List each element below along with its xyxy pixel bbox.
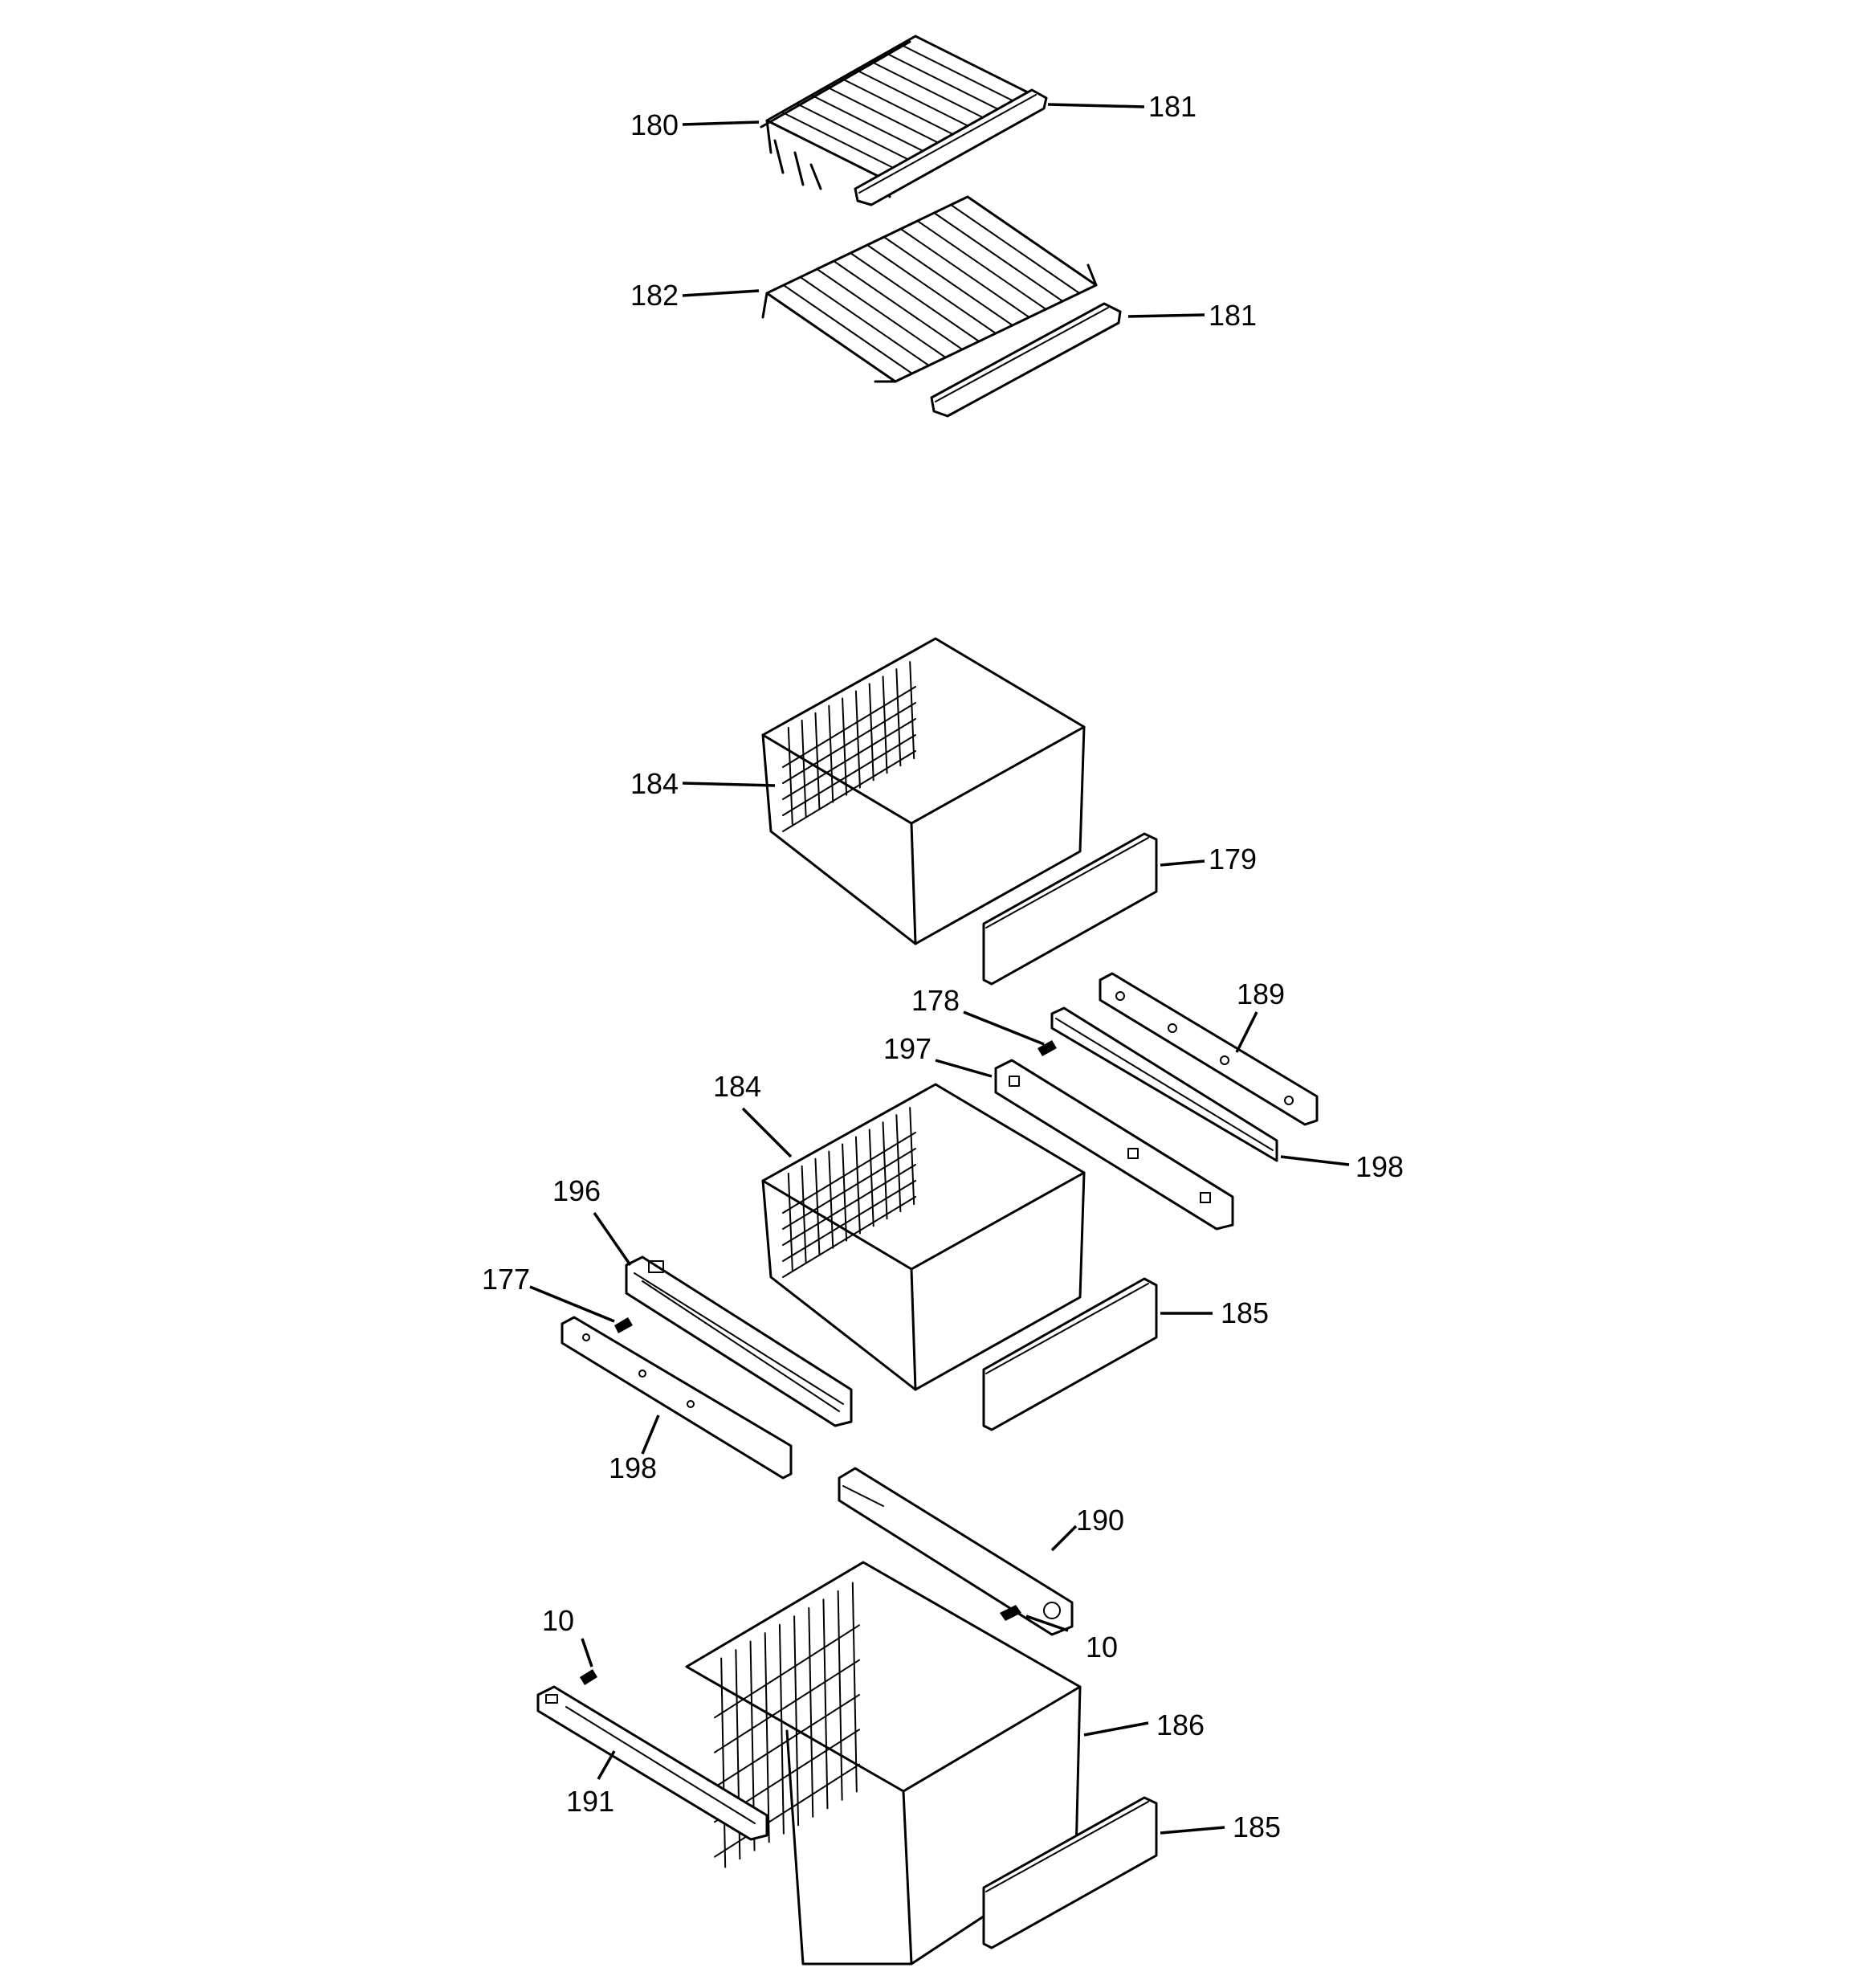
wire-rod bbox=[714, 1763, 860, 1858]
wire-rod bbox=[854, 1136, 861, 1235]
callout-182: 182 bbox=[630, 279, 679, 312]
wire-rod bbox=[801, 719, 807, 818]
callout-189: 189 bbox=[1237, 978, 1285, 1010]
wire-rod bbox=[837, 1590, 843, 1801]
wire-rod bbox=[720, 1657, 727, 1868]
callout-labels: 180 181 182 181 184 179 178 189 197 184 … bbox=[482, 90, 1404, 1843]
wire-rod bbox=[909, 1107, 915, 1206]
wire-rod bbox=[799, 276, 930, 366]
wire-rod bbox=[895, 1114, 902, 1213]
screw-178 bbox=[1037, 1040, 1057, 1056]
wire-rod bbox=[782, 718, 916, 800]
basket-184-lower bbox=[761, 1083, 1086, 1391]
wire-rod bbox=[781, 111, 903, 173]
wire-rod bbox=[782, 1148, 916, 1230]
callout-185: 185 bbox=[1221, 1296, 1269, 1329]
wire-rod bbox=[868, 1129, 874, 1227]
wire-rod bbox=[714, 1659, 860, 1753]
wire-rod bbox=[882, 1121, 888, 1220]
wire-rod bbox=[850, 252, 980, 342]
wire-rod bbox=[866, 244, 997, 334]
trim-181-lower bbox=[930, 302, 1122, 418]
wire-rod bbox=[868, 683, 874, 782]
wire-rod bbox=[782, 750, 916, 832]
wire-rod bbox=[816, 268, 947, 358]
callout-198: 198 bbox=[609, 1451, 657, 1484]
callout-184: 184 bbox=[630, 767, 679, 800]
wire-rod bbox=[782, 1164, 916, 1246]
wire-rod bbox=[782, 1132, 916, 1214]
screw-177 bbox=[614, 1317, 633, 1333]
wire-rod bbox=[899, 228, 1030, 318]
callout-180: 180 bbox=[630, 108, 679, 141]
rail-189 bbox=[1099, 972, 1319, 1126]
rail-190 bbox=[838, 1467, 1074, 1636]
wire-rod bbox=[883, 236, 1013, 326]
wire-rod bbox=[840, 77, 963, 140]
wire-rod bbox=[826, 86, 948, 148]
panel-185-middle bbox=[982, 1277, 1158, 1431]
callout-181: 181 bbox=[1148, 90, 1196, 123]
callout-10: 10 bbox=[1086, 1631, 1118, 1663]
wire-rod bbox=[822, 1598, 829, 1810]
wire-rod bbox=[895, 668, 902, 767]
wire-rod bbox=[854, 690, 861, 789]
wire-rod bbox=[796, 103, 918, 165]
wire-rod bbox=[882, 676, 888, 774]
wire-rod bbox=[714, 1694, 860, 1788]
wire-rod bbox=[851, 1582, 858, 1793]
basket-184-upper bbox=[761, 637, 1086, 945]
bracket-197 bbox=[994, 1059, 1234, 1231]
wire-rod bbox=[714, 1624, 860, 1719]
wire-rod bbox=[801, 1165, 807, 1263]
callout-178: 178 bbox=[911, 984, 960, 1017]
callout-10: 10 bbox=[542, 1604, 574, 1637]
panel-185-bottom bbox=[982, 1796, 1158, 1949]
wire-rod bbox=[793, 1615, 800, 1827]
wire-rod bbox=[855, 69, 977, 131]
callout-198: 198 bbox=[1355, 1150, 1404, 1183]
wire-rod bbox=[787, 726, 793, 825]
callout-197: 197 bbox=[883, 1032, 932, 1065]
callout-179: 179 bbox=[1209, 843, 1257, 876]
wire-rod bbox=[916, 220, 1047, 310]
screw-10-right bbox=[1000, 1605, 1021, 1621]
wire-rod bbox=[764, 1632, 770, 1843]
leader-lines bbox=[529, 103, 1350, 1835]
trim-181-upper bbox=[854, 88, 1048, 206]
wire-rod bbox=[950, 204, 1081, 294]
callout-190: 190 bbox=[1076, 1504, 1124, 1537]
callout-191: 191 bbox=[566, 1785, 614, 1818]
wire-rod bbox=[782, 1196, 916, 1278]
callout-181: 181 bbox=[1209, 299, 1257, 332]
wire-rod bbox=[782, 284, 913, 374]
wire-rod bbox=[810, 94, 933, 157]
callout-177: 177 bbox=[482, 1263, 530, 1296]
callout-196: 196 bbox=[552, 1174, 601, 1207]
slide-198-right bbox=[1050, 1006, 1278, 1162]
wire-rod bbox=[782, 1180, 916, 1262]
wire-rod bbox=[782, 686, 916, 768]
wire-rod bbox=[787, 1172, 793, 1271]
slide-196 bbox=[625, 1255, 853, 1427]
wire-rod bbox=[782, 734, 916, 816]
wire-rod bbox=[870, 60, 993, 123]
screw-10-left bbox=[580, 1669, 597, 1685]
rail-198-left bbox=[561, 1316, 793, 1480]
wire-rod bbox=[899, 43, 1022, 106]
wire-rod bbox=[909, 661, 915, 760]
wire-rod bbox=[778, 1623, 785, 1835]
callout-186: 186 bbox=[1156, 1708, 1205, 1741]
panel-179 bbox=[982, 832, 1158, 986]
wire-rod bbox=[782, 702, 916, 784]
wire-rod bbox=[808, 1606, 814, 1818]
shelf-182-wire-shelf bbox=[761, 195, 1098, 383]
wire-rod bbox=[885, 52, 1007, 114]
wire-rod bbox=[833, 260, 964, 350]
cover-191 bbox=[536, 1685, 768, 1841]
callout-185: 185 bbox=[1233, 1810, 1281, 1843]
wire-rod bbox=[933, 212, 1064, 302]
callout-184: 184 bbox=[713, 1070, 761, 1103]
